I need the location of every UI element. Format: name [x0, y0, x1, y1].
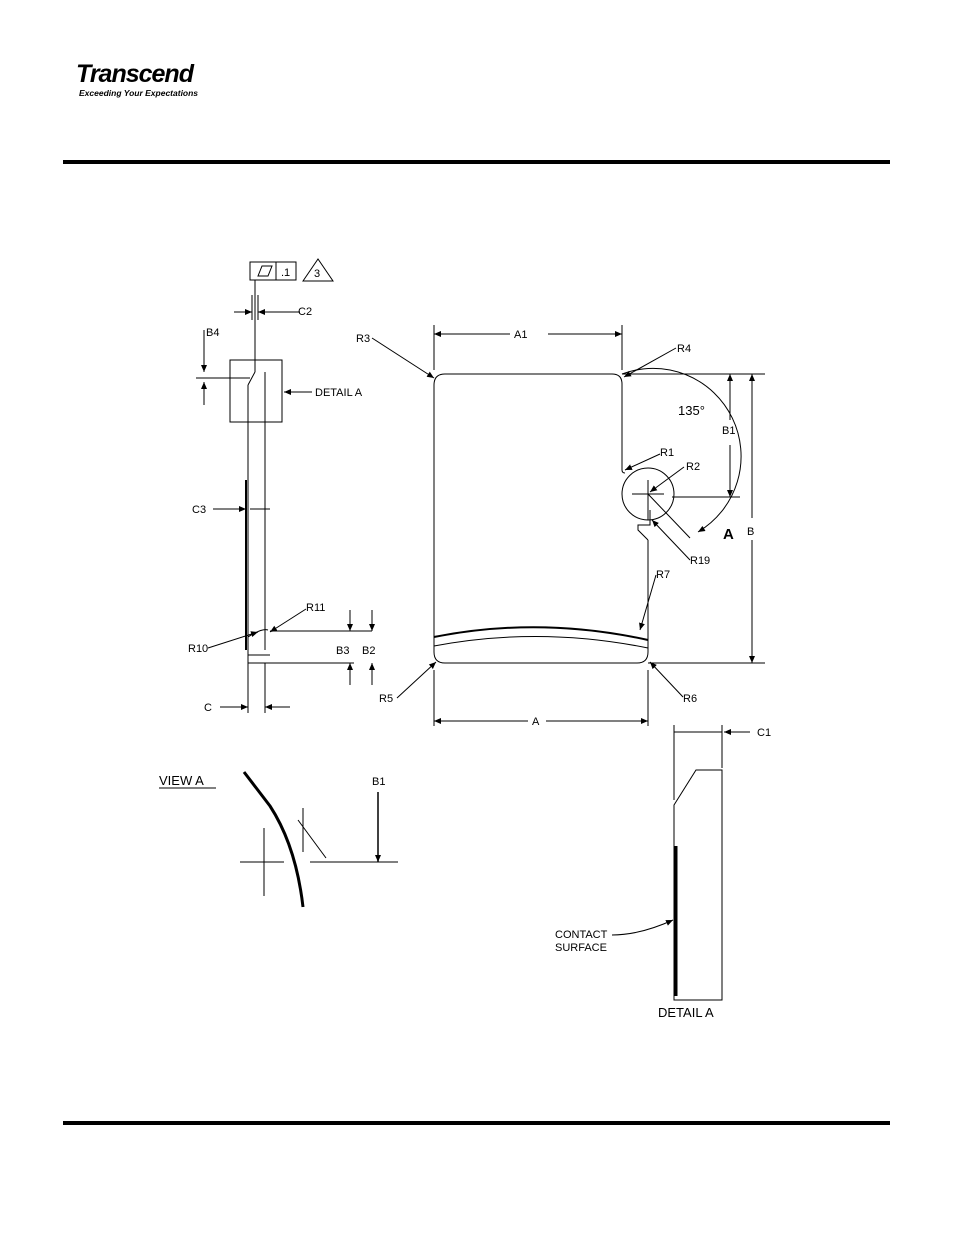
dim-b4-label: B4: [206, 327, 219, 339]
tolerance-value: .1: [281, 267, 290, 279]
view-a-title: VIEW A: [159, 773, 204, 788]
dim-c-label: C: [204, 702, 212, 714]
radius-r19-label: R19: [690, 555, 710, 567]
dim-a1-label: A1: [514, 329, 527, 341]
dim-b-label: B: [747, 526, 754, 538]
radius-r6-label: R6: [683, 693, 697, 705]
dim-b1-label: B1: [722, 425, 735, 437]
view-a-b1-label: B1: [372, 776, 385, 788]
detail-a-title: DETAIL A: [658, 1005, 714, 1020]
radius-r10-label: R10: [188, 643, 208, 655]
dim-c2-label: C2: [298, 306, 312, 318]
detail-a-callout: DETAIL A: [315, 387, 363, 399]
radius-r5-label: R5: [379, 693, 393, 705]
note-number: 3: [314, 268, 320, 280]
contact-surface-line2: SURFACE: [555, 942, 607, 954]
view-a-marker: A: [723, 526, 734, 543]
dim-b2-label: B2: [362, 645, 375, 657]
front-view: [372, 325, 765, 726]
detail-a: [612, 725, 750, 1000]
dim-c3-label: C3: [192, 504, 206, 516]
angle-label: 135°: [678, 403, 705, 418]
radius-r1-label: R1: [660, 447, 674, 459]
radius-r2-label: R2: [686, 461, 700, 473]
contact-surface-line1: CONTACT: [555, 929, 608, 941]
radius-r11-label: R11: [306, 602, 325, 614]
flatness-symbol-icon: [258, 266, 272, 276]
radius-r4-label: R4: [677, 343, 691, 355]
view-a: [159, 772, 398, 907]
radius-r7-label: R7: [656, 569, 670, 581]
radius-r3-label: R3: [356, 333, 370, 345]
dim-b3-label: B3: [336, 645, 349, 657]
dim-c1-label: C1: [757, 727, 771, 739]
flatness-tolerance-frame: .1: [250, 262, 296, 280]
dim-a-label: A: [532, 716, 540, 728]
note-triangle: 3: [303, 259, 333, 281]
